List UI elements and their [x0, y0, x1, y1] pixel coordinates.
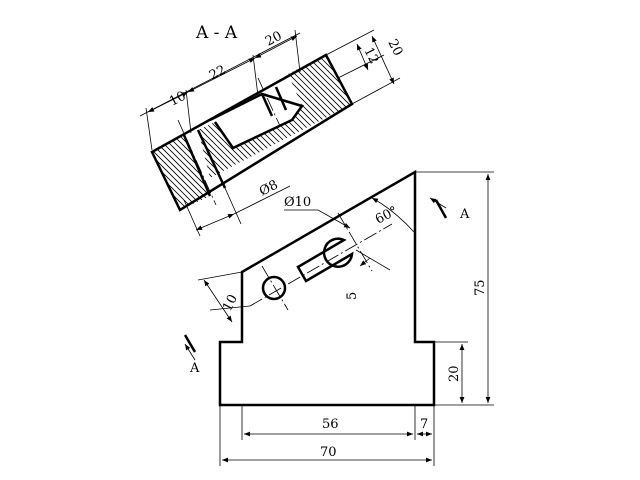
section-slot-edge-left [260, 93, 274, 117]
cutting-plane-bottom [183, 334, 197, 353]
hatch-line [198, 55, 233, 178]
hatch-line [152, 135, 170, 210]
front-slot [296, 237, 354, 283]
section-slot-edge-right [274, 86, 288, 111]
dim-20-top: 20 [263, 29, 285, 50]
hatch-line [336, 55, 352, 178]
hatch-line [198, 55, 239, 178]
front-centerline-incline [249, 223, 393, 307]
section-hole-edge-left [182, 134, 212, 197]
dim-12: 12 [360, 45, 381, 67]
section-mark-bottom: A [189, 361, 200, 376]
angle-arc [371, 197, 415, 233]
hatch-line [198, 55, 317, 178]
cutting-arrow-bottom [184, 343, 196, 361]
hatch-line [240, 55, 352, 178]
dim-offset-line [203, 279, 233, 323]
dim-width-70: 70 [320, 445, 337, 460]
hatch-line [270, 55, 352, 178]
section-hole-edge-right [196, 129, 227, 189]
hatch-line [198, 55, 245, 178]
front-hole [261, 275, 287, 301]
dim-hole-dia-front: Ø10 [284, 195, 311, 210]
front-centerline-slot [337, 212, 373, 272]
hatch-line [282, 55, 352, 178]
front-outline [218, 169, 436, 407]
hatch-line [198, 55, 311, 178]
hatch-line [324, 55, 352, 178]
hatch-line [348, 55, 352, 178]
section-outline [150, 53, 354, 212]
hatch-line [246, 55, 352, 178]
hatch-line [198, 55, 209, 178]
front-centerline-hole [261, 265, 289, 311]
section-title: A - A [195, 23, 238, 43]
dim-hole-diameter: Ø8 [257, 178, 281, 200]
hatch-line [198, 55, 221, 178]
hatch-line [207, 135, 210, 210]
hatch-line [58, 128, 145, 215]
dim-slot-width-arrow [359, 257, 371, 267]
hatch-line [300, 55, 352, 178]
dim-slot-width-line [355, 249, 391, 271]
hatch-line [55, 50, 190, 185]
section-mark-top: A [459, 207, 470, 222]
dim-height-20: 20 [447, 365, 462, 382]
hatch-line [152, 135, 164, 210]
hatch-line [198, 55, 269, 178]
section-centerline-hole [177, 119, 217, 206]
cutting-arrow-top [429, 197, 447, 209]
ext-offset-a [197, 271, 243, 281]
dim-width-56: 56 [322, 417, 339, 432]
hatch-line [198, 55, 257, 178]
front-view: A A Ø10 60° 5 10 75 20 56 7 [183, 169, 494, 466]
dim-10: 10 [167, 89, 189, 110]
dim-height-75: 75 [473, 279, 488, 296]
hatch-line [195, 135, 210, 210]
hatch-line [198, 55, 263, 178]
hatch-line [198, 55, 251, 178]
hatch-line [294, 55, 352, 178]
hatch-line [198, 55, 215, 178]
hatch-line [355, 50, 490, 185]
hatch-line [252, 55, 352, 178]
hatch-line [152, 135, 158, 210]
hatch-line [306, 55, 352, 178]
dim-22: 22 [207, 63, 229, 84]
hatch-line [198, 55, 203, 178]
hatch-line [342, 55, 352, 178]
section-pocket [209, 92, 305, 150]
hatch-line [222, 55, 352, 178]
dim-offset-10: 10 [220, 292, 241, 314]
hatch-line [258, 55, 352, 178]
hatch-line [330, 55, 352, 178]
dim-slot-width: 5 [345, 292, 360, 300]
dim-20-right: 20 [384, 37, 405, 59]
hatch-line [61, 50, 196, 185]
section-view: A - A [55, 23, 490, 237]
hatch-line [64, 128, 151, 215]
dim-width-7: 7 [420, 417, 428, 432]
section-dimension-lines [139, 32, 395, 231]
hatch-line [152, 135, 194, 210]
dim-angle: 60° [373, 204, 400, 228]
hatch-line [318, 55, 352, 178]
leader-hole-dia [284, 209, 351, 229]
section-centerline-slot [257, 77, 281, 127]
hatch-line [264, 55, 352, 178]
hatch-line [288, 55, 352, 178]
